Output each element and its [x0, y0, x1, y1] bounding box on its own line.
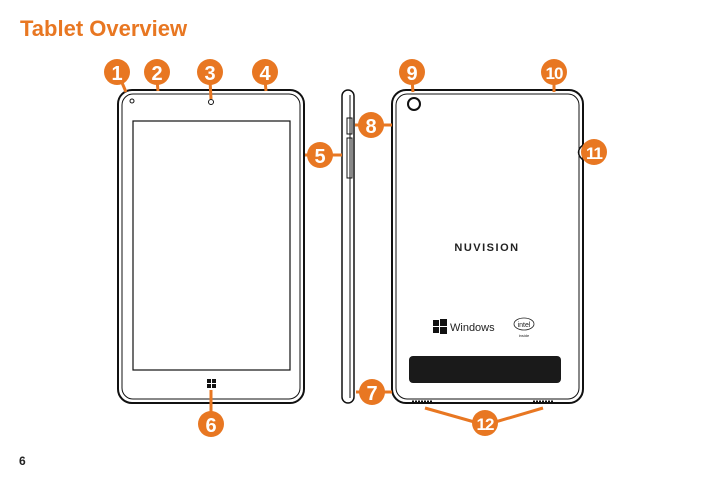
brand-logo: NUVISION	[454, 242, 519, 254]
svg-text:4: 4	[259, 63, 271, 85]
intel-logo-text: intel	[518, 322, 531, 329]
callout-5: 5	[307, 142, 333, 168]
svg-text:1: 1	[111, 63, 122, 85]
callout-3: 3	[197, 59, 223, 85]
svg-text:10: 10	[546, 64, 563, 83]
callout-8: 8	[358, 112, 384, 138]
callouts: 1 2 3 4 5 6 7 8 9 10 11 12	[104, 59, 607, 437]
svg-text:3: 3	[204, 63, 215, 85]
svg-text:5: 5	[314, 146, 325, 168]
svg-text:9: 9	[406, 63, 417, 85]
windows-button-icon	[207, 379, 216, 388]
svg-text:6: 6	[205, 415, 216, 437]
callout-6: 6	[198, 411, 224, 437]
svg-text:2: 2	[151, 63, 162, 85]
page-number: 6	[19, 454, 26, 468]
intel-logo-sub: inside	[519, 333, 530, 338]
callout-12: 12	[472, 410, 498, 436]
callout-4: 4	[252, 59, 278, 85]
callout-9: 9	[399, 59, 425, 85]
rear-camera	[407, 97, 421, 111]
page-title: Tablet Overview	[20, 16, 188, 41]
windows-logo-icon	[433, 319, 447, 334]
power-button	[346, 117, 353, 135]
tablet-front-view	[117, 89, 305, 404]
svg-text:11: 11	[586, 144, 603, 163]
label-plate	[409, 356, 561, 383]
tablet-side-view	[341, 89, 355, 404]
screen	[132, 120, 291, 371]
intel-logo-icon	[513, 317, 535, 331]
tablet-back-view	[391, 89, 584, 404]
windows-logo-text: Windows	[450, 322, 495, 334]
volume-button	[346, 137, 353, 179]
svg-text:8: 8	[365, 116, 376, 138]
front-camera	[208, 99, 214, 105]
svg-text:7: 7	[366, 383, 377, 405]
svg-text:12: 12	[477, 415, 494, 434]
light-sensor	[129, 98, 135, 104]
callout-11: 11	[581, 139, 607, 165]
callout-2: 2	[144, 59, 170, 85]
callout-10: 10	[541, 59, 567, 85]
callout-1: 1	[104, 59, 130, 85]
callout-7: 7	[359, 379, 385, 405]
usb-port	[577, 144, 584, 161]
